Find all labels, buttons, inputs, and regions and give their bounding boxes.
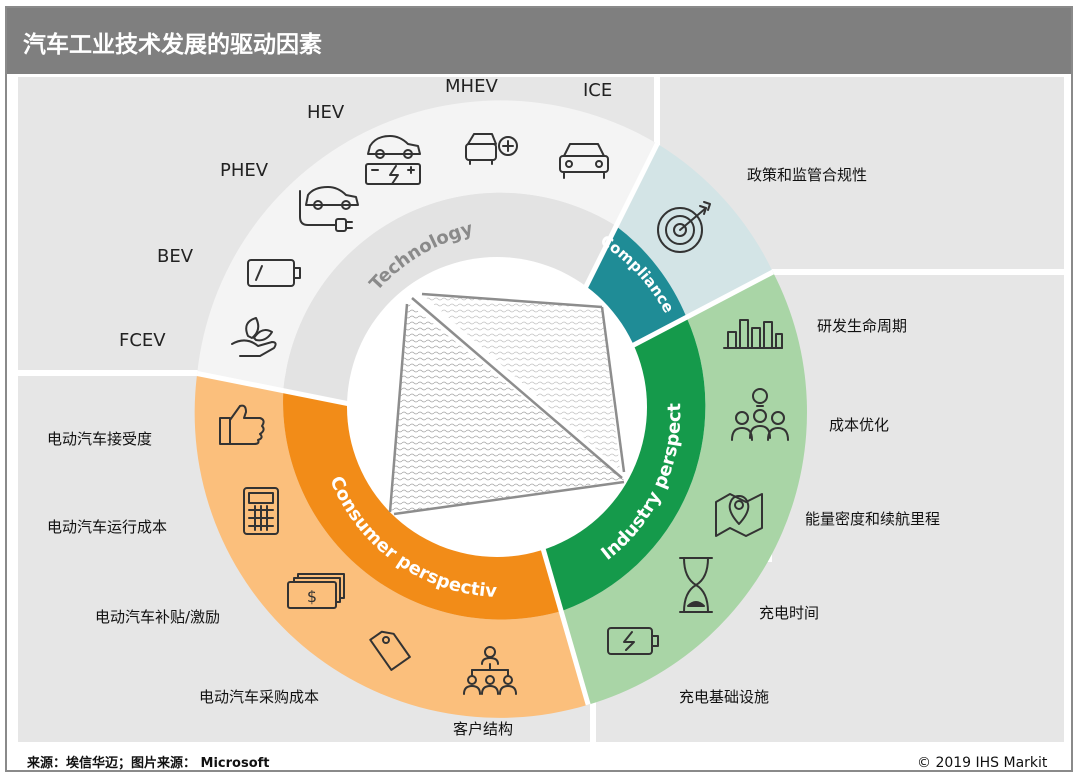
sector-dividers: [196, 142, 775, 706]
bar-chart-icon: [723, 319, 783, 349]
label-hev: HEV: [307, 102, 345, 123]
consumer-outer-sector: [194, 373, 589, 718]
label-mhev: MHEV: [445, 76, 498, 97]
panel-industry-right: [772, 275, 1064, 742]
label-bev: BEV: [157, 246, 194, 267]
figure-frame: 汽车工业技术发展的驱动因素: [5, 6, 1073, 772]
copyright-note: © 2019 IHS Markit: [917, 755, 1048, 771]
label-cost-optimization: 成本优化: [829, 416, 890, 434]
figure-title: 汽车工业技术发展的驱动因素: [23, 32, 322, 58]
team-idea-icon: [731, 388, 789, 441]
thumbs-up-icon: [219, 404, 265, 445]
tech-outer-sector: [197, 100, 658, 391]
car-battery-icon: [365, 135, 421, 185]
label-ev-subsidy: 电动汽车补贴/激励: [95, 608, 221, 626]
battery-icon: [247, 259, 301, 287]
label-customer-structure: 客户结构: [453, 720, 514, 738]
charging-battery-icon: [607, 627, 659, 655]
org-chart-icon: [463, 646, 517, 695]
label-charging-time: 充电时间: [759, 604, 820, 622]
center-triangles: [388, 292, 626, 516]
label-rd-lifecycle: 研发生命周期: [817, 317, 908, 335]
label-policy-compliance: 政策和监管合规性: [747, 166, 868, 184]
svg-text:$: $: [307, 587, 317, 606]
label-ev-running-cost: 电动汽车运行成本: [47, 518, 168, 536]
source-note: 来源：埃信华迈；图片来源： Microsoft: [27, 756, 270, 771]
tech-inner-sector: [283, 192, 617, 404]
label-fcev: FCEV: [119, 330, 166, 351]
calculator-icon: [243, 487, 279, 535]
hand-leaf-icon: [231, 317, 277, 357]
car-plug-icon: [299, 186, 359, 232]
money-icon: $: [287, 573, 345, 609]
title-bar: 汽车工业技术发展的驱动因素: [7, 8, 1071, 74]
target-icon: [657, 201, 711, 253]
label-ev-acceptance: 电动汽车接受度: [47, 430, 153, 448]
label-phev: PHEV: [220, 160, 269, 181]
price-tag-icon: [369, 630, 411, 671]
hourglass-icon: [679, 557, 713, 613]
industry-inner-sector: [542, 317, 706, 611]
industry-outer-sector: [562, 272, 807, 705]
label-charging-infrastructure: 充电基础设施: [679, 688, 770, 706]
label-energy-density: 能量密度和续航里程: [805, 510, 941, 528]
driver-diagram: Technology Compliance Industry perspecti…: [7, 8, 1064, 742]
car-plus-icon: [465, 133, 518, 165]
map-pin-icon: [715, 493, 763, 537]
label-ice: ICE: [583, 80, 613, 101]
label-ev-purchase-cost: 电动汽车采购成本: [199, 688, 320, 706]
car-front-icon: [559, 143, 609, 179]
